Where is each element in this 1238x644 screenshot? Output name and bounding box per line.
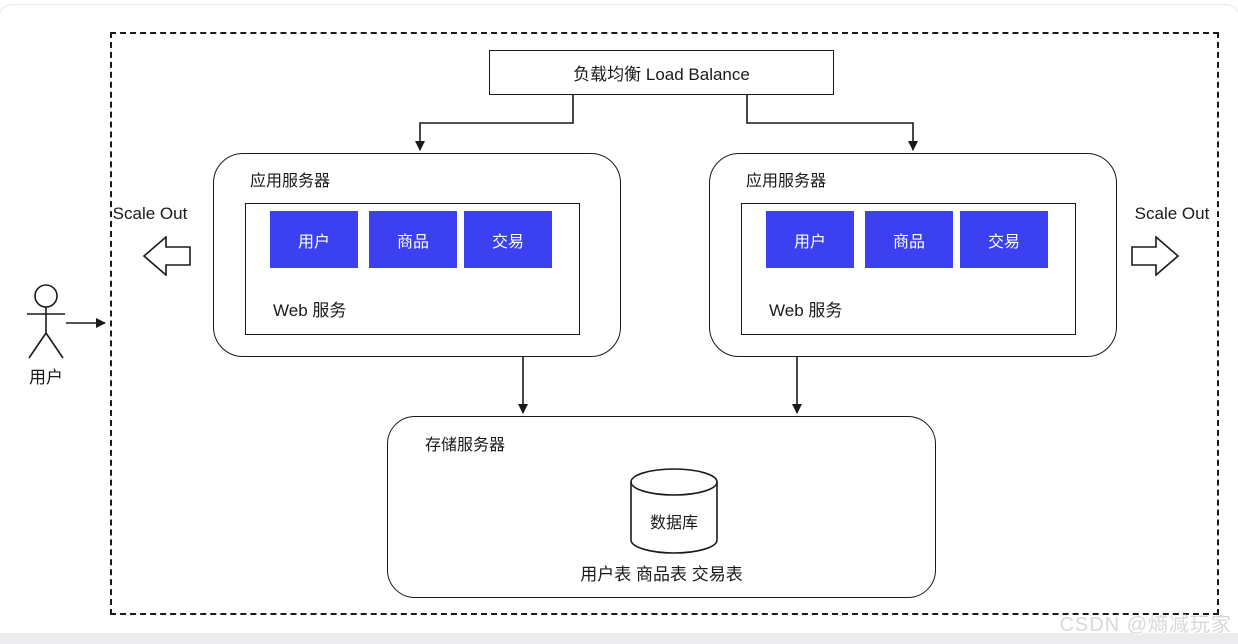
scale-out-right-arrow-icon: [1131, 236, 1179, 276]
watermark: CSDN @熵减玩家: [1059, 614, 1232, 636]
web-service-label-right: Web 服务: [769, 301, 843, 320]
web-service-box-right: 用户 商品 交易 Web 服务: [741, 203, 1076, 335]
load-balancer-box: 负载均衡 Load Balance: [489, 50, 834, 95]
database-icon: [630, 468, 718, 554]
system-boundary: [110, 32, 1219, 615]
web-service-box-left: 用户 商品 交易 Web 服务: [245, 203, 580, 335]
module-user: 用户: [270, 211, 358, 268]
app-server-right-title: 应用服务器: [746, 173, 827, 190]
load-balancer-label: 负载均衡 Load Balance: [573, 65, 750, 84]
tables-label: 用户表 商品表 交易表: [580, 565, 743, 584]
database-label: 数据库: [649, 515, 698, 532]
module-user: 用户: [766, 211, 854, 268]
scale-out-right-label: Scale Out: [1134, 204, 1210, 223]
app-server-left-title: 应用服务器: [250, 173, 331, 190]
scale-out-left-label: Scale Out: [112, 204, 188, 223]
web-service-label-left: Web 服务: [273, 301, 347, 320]
module-trade: 交易: [464, 211, 552, 268]
scale-out-left-arrow-icon: [143, 236, 191, 276]
storage-server: 存储服务器 数据库 用户表 商品表 交易表: [387, 416, 936, 598]
module-trade: 交易: [960, 211, 1048, 268]
user-actor-icon: [27, 284, 65, 359]
app-server-right: 应用服务器 用户 商品 交易 Web 服务: [709, 153, 1117, 357]
module-product: 商品: [865, 211, 953, 268]
storage-server-title: 存储服务器: [425, 437, 506, 454]
page-bottom-strip: [0, 633, 1238, 644]
app-server-left: 应用服务器 用户 商品 交易 Web 服务: [213, 153, 621, 357]
user-actor-label: 用户: [29, 368, 63, 387]
module-product: 商品: [369, 211, 457, 268]
